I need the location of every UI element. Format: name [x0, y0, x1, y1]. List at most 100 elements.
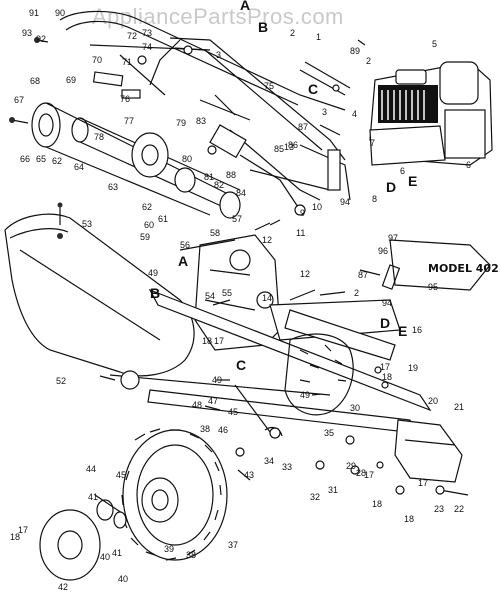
- part-callout-11: 11: [296, 228, 305, 238]
- frame-rails: [99, 288, 432, 434]
- part-callout-1: 1: [316, 32, 321, 42]
- part-callout-64: 64: [74, 162, 84, 172]
- part-callout-8: 8: [372, 194, 377, 204]
- control-rod: [234, 384, 283, 457]
- part-callout-34: 34: [264, 456, 274, 466]
- part-callout-62: 62: [142, 202, 152, 212]
- part-callout-39: 39: [164, 544, 174, 554]
- part-callout-35: 35: [324, 428, 334, 438]
- part-callout-76: 76: [120, 94, 130, 104]
- part-callout-91: 91: [29, 8, 39, 18]
- part-callout-83: 83: [196, 116, 206, 126]
- part-callout-57: 57: [232, 214, 242, 224]
- part-callout-86: 86: [288, 140, 298, 150]
- part-callout-92: 92: [36, 34, 46, 44]
- part-callout-2: 2: [290, 28, 295, 38]
- model-label: MODEL 402: [428, 262, 499, 275]
- part-callout-18: 18: [382, 372, 392, 382]
- part-callout-18: 18: [372, 499, 382, 509]
- part-callout-55: 55: [222, 288, 232, 298]
- reference-letter-b: B: [258, 19, 268, 35]
- part-callout-3: 3: [322, 107, 327, 117]
- part-callout-49: 49: [300, 390, 310, 400]
- part-callout-65: 65: [36, 154, 46, 164]
- handle-assembly: [59, 10, 351, 201]
- part-callout-18: 18: [404, 514, 414, 524]
- watermark-text: AppliancePartsPros.com: [92, 4, 344, 29]
- part-callout-85: 85: [274, 144, 284, 154]
- part-callout-67: 67: [14, 95, 24, 105]
- engine: [369, 61, 493, 166]
- part-callout-89: 89: [350, 46, 360, 56]
- part-callout-38: 38: [200, 424, 210, 434]
- part-callout-31: 31: [328, 485, 338, 495]
- part-callout-62: 62: [52, 156, 62, 166]
- part-callout-20: 20: [428, 396, 438, 406]
- part-callout-69: 69: [66, 75, 76, 85]
- part-callout-54: 54: [205, 291, 215, 301]
- part-callout-13: 13: [284, 142, 294, 152]
- part-callout-14: 14: [262, 293, 272, 303]
- part-callout-43: 43: [244, 470, 254, 480]
- part-callout-73: 73: [142, 28, 152, 38]
- part-callout-28: 28: [356, 468, 366, 478]
- reference-letter-b: B: [150, 285, 160, 301]
- part-callout-81: 81: [204, 172, 214, 182]
- part-callout-72: 72: [127, 31, 137, 41]
- part-callout-12: 12: [262, 235, 272, 245]
- rear-bracket: [394, 419, 469, 496]
- reference-letter-c: C: [308, 81, 318, 97]
- part-callout-84: 84: [236, 188, 246, 198]
- part-callout-88: 88: [226, 170, 236, 180]
- part-callout-97: 97: [388, 233, 398, 243]
- part-callout-22: 22: [454, 504, 464, 514]
- part-callout-17: 17: [418, 478, 428, 488]
- part-callout-17: 17: [214, 336, 224, 346]
- part-callout-93: 93: [22, 28, 32, 38]
- part-callout-59: 59: [140, 232, 150, 242]
- part-callout-29: 29: [346, 461, 356, 471]
- part-callout-19: 19: [408, 363, 418, 373]
- part-callout-3: 3: [216, 50, 221, 60]
- part-callout-4: 4: [352, 109, 357, 119]
- part-callout-75: 75: [264, 81, 274, 91]
- part-callout-17: 17: [380, 362, 390, 372]
- part-callout-90: 90: [55, 8, 65, 18]
- part-callout-48: 48: [192, 400, 202, 410]
- part-callout-46: 46: [218, 425, 228, 435]
- part-callout-6: 6: [400, 166, 405, 176]
- part-callout-6: 6: [466, 160, 471, 170]
- reference-letter-c: C: [236, 357, 246, 373]
- part-callout-41: 41: [88, 492, 98, 502]
- reference-letter-e: E: [408, 173, 417, 189]
- part-callout-12: 12: [300, 269, 310, 279]
- part-callout-18: 18: [10, 532, 20, 542]
- part-callout-45: 45: [228, 407, 238, 417]
- part-callout-37: 37: [228, 540, 238, 550]
- part-callout-94: 94: [382, 298, 392, 308]
- part-callout-40: 40: [100, 552, 110, 562]
- part-callout-60: 60: [144, 220, 154, 230]
- part-callout-2: 2: [354, 288, 359, 298]
- part-callout-30: 30: [350, 403, 360, 413]
- part-callout-95: 95: [428, 282, 438, 292]
- part-callout-21: 21: [454, 402, 464, 412]
- part-callout-74: 74: [142, 42, 152, 52]
- part-callout-70: 70: [92, 55, 102, 65]
- reference-letter-d: D: [380, 315, 390, 331]
- part-callout-5: 5: [432, 39, 437, 49]
- part-callout-17: 17: [364, 470, 374, 480]
- part-callout-52: 52: [56, 376, 66, 386]
- part-callout-61: 61: [158, 214, 168, 224]
- part-callout-42: 42: [58, 582, 68, 592]
- part-callout-78: 78: [94, 132, 104, 142]
- part-callout-9: 9: [300, 208, 305, 218]
- part-callout-79: 79: [176, 118, 186, 128]
- part-callout-40: 40: [118, 574, 128, 584]
- wheel-hub: [39, 494, 127, 581]
- part-callout-47: 47: [208, 396, 218, 406]
- part-callout-82: 82: [214, 180, 224, 190]
- part-callout-68: 68: [30, 76, 40, 86]
